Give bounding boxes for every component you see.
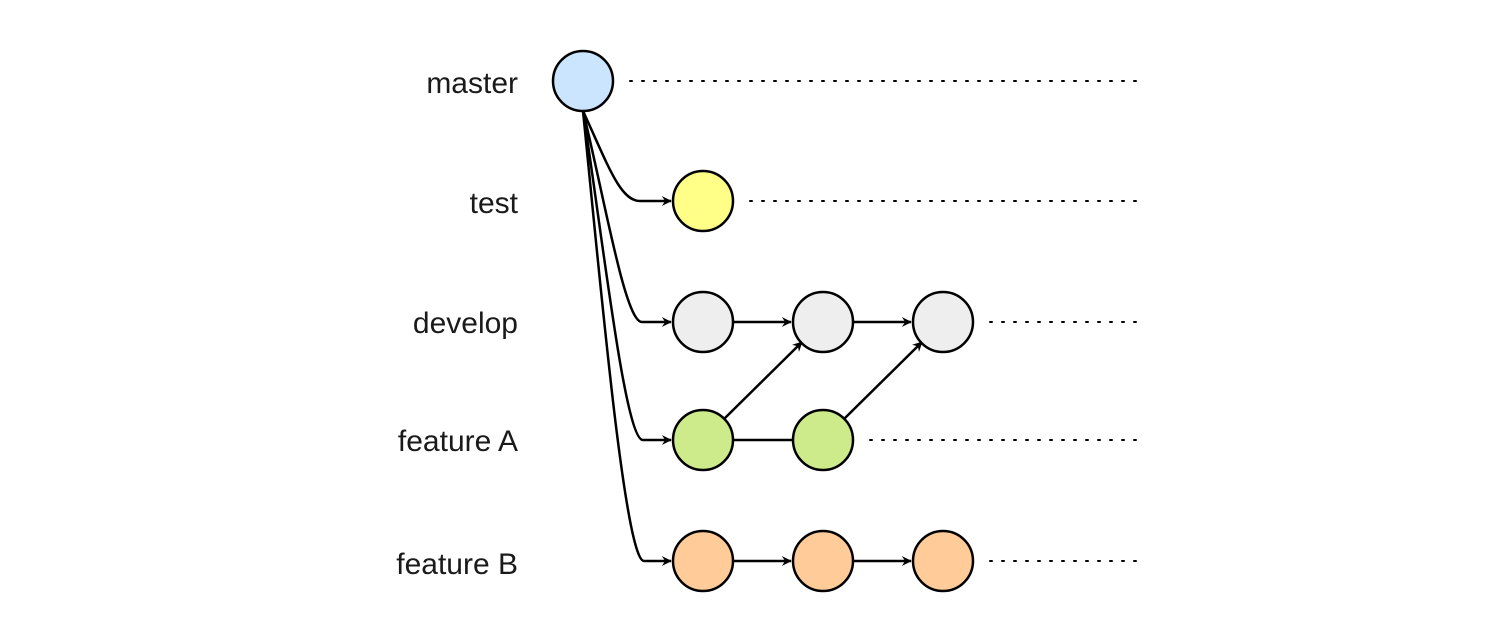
branch-label-test: test: [470, 187, 519, 220]
commit-feature-b-2: [911, 529, 975, 593]
commit-feature-a-0: [671, 408, 735, 472]
edge-master-to-feature-b: [581, 110, 672, 566]
edge-feature-a-1-to-develop-2: [843, 341, 923, 420]
branch-label-feature-b: feature B: [396, 548, 518, 581]
commit-feature-b-0: [671, 529, 735, 593]
commit-feature-b-1: [791, 529, 855, 593]
edge-master-to-feature-a: [581, 110, 672, 445]
branch-label-develop: develop: [413, 307, 518, 340]
edge-feature-a-0-to-develop-1: [723, 341, 803, 420]
commit-master-0: [551, 49, 615, 113]
commit-test-0: [671, 169, 735, 233]
branch-label-master: master: [426, 67, 518, 100]
branch-label-feature-a: feature A: [398, 425, 518, 458]
edge-master-to-develop: [581, 110, 672, 327]
commit-develop-0: [671, 290, 735, 354]
commit-feature-a-1: [791, 408, 855, 472]
edge-master-to-test: [581, 110, 672, 206]
commit-develop-1: [791, 290, 855, 354]
commit-develop-2: [911, 290, 975, 354]
